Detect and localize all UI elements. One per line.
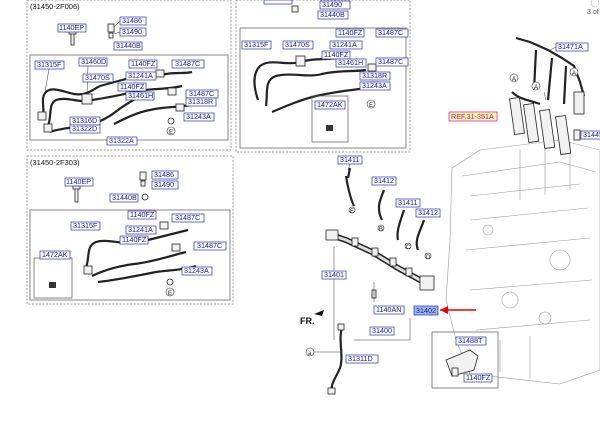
label-31412-a: 31412 [374, 176, 394, 185]
label-1140ep-b: 1140EP [66, 177, 91, 186]
label-1140an: 1140AN [376, 305, 401, 314]
label-31490-c: 31490 [322, 0, 342, 9]
label-31401: 31401 [324, 270, 344, 279]
front-arrow-icon [314, 310, 324, 316]
label-31487c-f: 31487C [378, 57, 403, 66]
label-31316d: 31316D [72, 116, 97, 125]
label-1140fz-b: 1140FZ [120, 82, 145, 91]
label-31487c-a: 31487C [175, 59, 200, 68]
label-31402: 31402 [416, 306, 436, 315]
group-top-center-frame [235, 0, 411, 153]
label-1140fz-c: 1140FZ [130, 210, 155, 219]
label-31490-b: 31490 [154, 180, 174, 189]
label-31411-a: 31411 [340, 155, 359, 164]
group-top-center: 31490 31440B 31315F 31470S 31241A 1140FZ… [235, 0, 411, 153]
label-31486-a: 31486 [122, 16, 142, 25]
callout-d: D [426, 255, 431, 261]
callout-a-2: A [534, 85, 538, 91]
group-2f303-subframe [29, 209, 231, 301]
label-31487c-e: 31487C [378, 28, 403, 37]
group-top-center-subframe [239, 27, 407, 149]
label-31490-a: 31490 [122, 27, 142, 36]
injector-assembly: A A A 31471A REF.31-351A 31445 [448, 36, 600, 155]
label-31243a-a: 31243A [186, 112, 211, 121]
label-31488t: 31488T [458, 336, 483, 345]
group-2f006: (31450-2F006) 31486 31490 1140EP 3 [26, 0, 232, 151]
callout-e-b: E [168, 291, 172, 297]
label-1472ak-b: 1472AK [317, 100, 343, 109]
group-2f303-title: (31450-2F303) [30, 158, 80, 167]
page-indicator: 3 of [587, 9, 599, 16]
engine-illustration [445, 139, 600, 385]
label-31315f-b: 31315F [73, 221, 98, 230]
label-31471a: 31471A [558, 42, 583, 51]
callout-b: B [379, 227, 383, 233]
label-31400: 31400 [372, 326, 392, 335]
page-corner-icon [590, 0, 600, 8]
label-31445: 31445 [583, 130, 600, 139]
label-31315f-a: 31315F [37, 60, 62, 69]
label-31440b-b: 31440B [112, 193, 137, 202]
label-ref-31-351a[interactable]: REF.31-351A [451, 112, 494, 121]
label-1472ak-a: 1472AK [42, 250, 68, 259]
group-2f006-title: (31450-2F006) [30, 2, 80, 11]
label-31440b-a: 31440B [116, 41, 141, 50]
callout-a-lower: a [308, 351, 312, 357]
label-31460d: 31460D [81, 57, 106, 66]
label-31241a-a: 31241A [128, 71, 153, 80]
group-2f303: (31450-2F303) 31486 31490 1140EP 31440B … [26, 155, 234, 305]
front-label: FR. [300, 316, 315, 326]
label-1140fz-d: 1140FZ [122, 235, 147, 244]
label-31412-b: 31412 [418, 208, 438, 217]
label-31440b-c: 31440B [320, 10, 345, 19]
label-31411-b: 31411 [398, 198, 417, 207]
label-31243a-c: 31243A [362, 81, 387, 90]
callout-e-a: E [169, 130, 173, 136]
label-31461h-b: 31461H [338, 58, 363, 67]
label-31241a-c: 31241A [332, 40, 357, 49]
label-31470s-a: 31470S [85, 73, 110, 82]
label-31318r-b: 31318R [362, 71, 387, 80]
label-31311d: 31311D [348, 354, 373, 363]
label-31241a-b: 31241A [128, 225, 153, 234]
main-rail-assembly: 31411 E 31412 B 31411 C 31412 D 31401 [321, 155, 476, 341]
label-1140fz-a: 1140FZ [131, 59, 156, 68]
label-1140fz-e: 1140FZ [338, 28, 363, 37]
label-31461h-a: 31461H [128, 91, 153, 100]
label-1140fz-f: 1140FZ [324, 50, 349, 59]
callout-e-c: E [369, 103, 373, 109]
label-31486-b: 31486 [154, 170, 174, 179]
group-2f006-frame [26, 0, 232, 151]
label-1140fz-g: 1140FZ [466, 373, 491, 382]
label-31487c-d: 31487C [197, 241, 222, 250]
return-pipe-detail: a 31311D [305, 323, 379, 395]
label-31487c-c: 31487C [175, 213, 200, 222]
callout-e-d: E [350, 209, 354, 215]
label-31322a: 31322A [109, 136, 134, 145]
label-31322d: 31322D [72, 124, 97, 133]
front-direction-marker: FR. [300, 310, 324, 326]
label-31318r-a: 31318R [188, 97, 213, 106]
ref-highlight [448, 111, 498, 122]
group-2f303-frame [26, 155, 234, 305]
label-31315f-c: 31315F [244, 40, 269, 49]
bracket-detail: 31488T 1140FZ [431, 331, 499, 389]
callout-c: C [406, 245, 411, 251]
label-31487c-b: 31487C [189, 89, 214, 98]
label-1140ep-a: 1140EP [59, 23, 84, 32]
label-31470s-b: 31470S [285, 40, 310, 49]
callout-a-3: A [572, 71, 576, 77]
label-31243a-b: 31243A [184, 266, 209, 275]
callout-a-1: A [512, 77, 516, 83]
